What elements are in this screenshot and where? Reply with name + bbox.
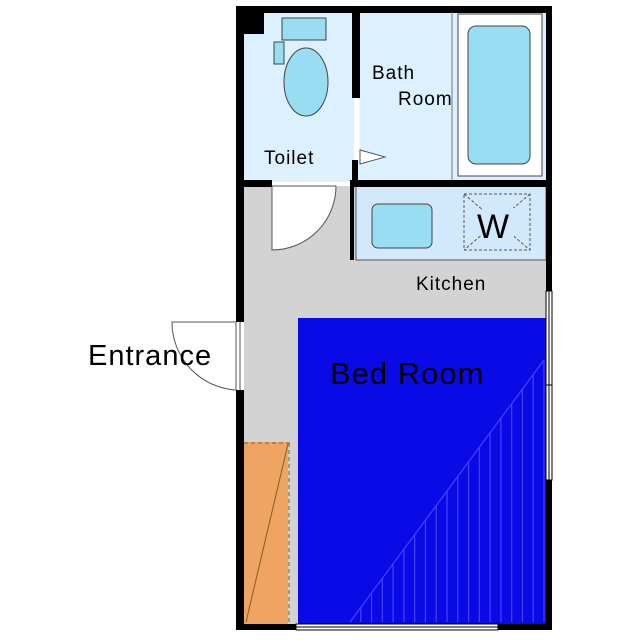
toilet-door[interactable] [271,185,337,251]
bath-label-line1: Bath [372,63,415,84]
kitchen-label: Kitchen [416,274,486,295]
closet-diagonal [245,443,289,623]
bath-door-mark [359,149,387,165]
bedroom [298,318,546,624]
washer-label: W [477,208,509,246]
hatch-diagonal [349,359,545,623]
toilet-tank-side-icon [273,41,285,65]
bedroom-label: Bed Room [330,356,484,391]
toilet-tank-icon [281,17,327,41]
bathtub-icon [467,25,531,165]
walls [236,6,552,630]
washing-machine-space-icon [463,193,531,251]
entrance-door[interactable] [171,321,237,391]
closet [244,442,288,624]
entrance-label: Entrance [88,340,212,372]
toilet-icon [283,47,329,117]
bedroom-hatch [349,359,545,623]
kitchen-sink-icon [371,203,433,249]
toilet-label: Toilet [264,148,314,169]
bath-label-line2: Room [398,89,453,110]
